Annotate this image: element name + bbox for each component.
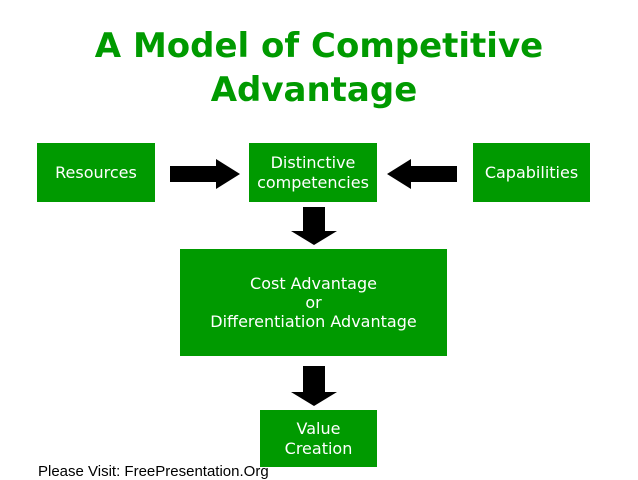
arrow-left-icon: [387, 159, 457, 189]
distinctive-competencies-label-line-1: Distinctive: [270, 152, 356, 172]
value-creation-label-line-2: Creation: [284, 438, 353, 458]
diagram-title-line-1: A Model of Competitive: [94, 26, 544, 66]
competitive-advantage-box: Cost Advantage or Differentiation Advant…: [180, 249, 447, 356]
differentiation-advantage-label: Differentiation Advantage: [210, 312, 417, 331]
cost-advantage-label: Cost Advantage: [250, 274, 377, 293]
value-creation-box: Value Creation: [260, 410, 377, 467]
capabilities-label: Capabilities: [484, 162, 579, 182]
arrow-down-icon: [291, 366, 337, 406]
footer-note: Please Visit: FreePresentation.Org: [38, 463, 269, 480]
resources-box: Resources: [37, 143, 155, 202]
distinctive-competencies-box: Distinctive competencies: [249, 143, 377, 202]
diagram-title-line-2: Advantage: [210, 70, 418, 110]
capabilities-box: Capabilities: [473, 143, 590, 202]
arrow-right-icon: [170, 159, 240, 189]
distinctive-competencies-label-line-2: competencies: [257, 172, 369, 192]
arrow-down-icon: [291, 207, 337, 245]
resources-label: Resources: [55, 162, 137, 182]
or-label: or: [305, 293, 322, 312]
value-creation-label-line-1: Value: [296, 418, 341, 438]
